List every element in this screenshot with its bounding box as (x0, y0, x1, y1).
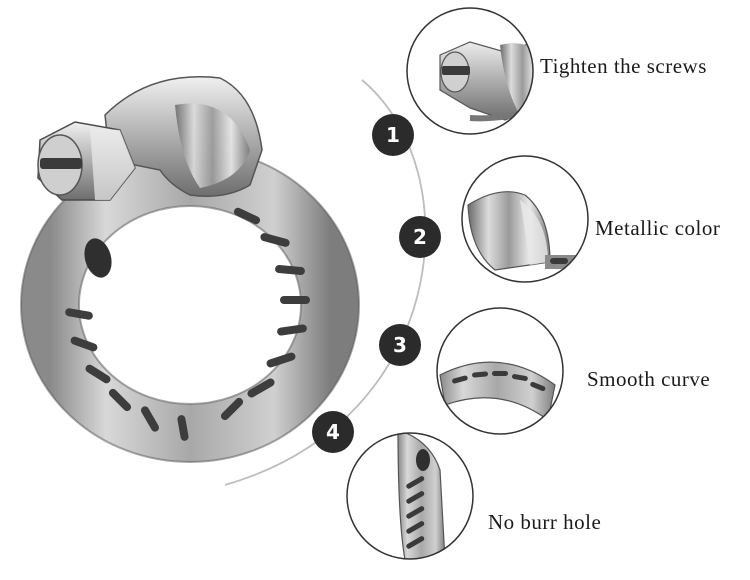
detail-circle-housing (461, 155, 589, 283)
feature-label-1: Tighten the screws (540, 54, 707, 78)
feature-badge-3: 3 (379, 324, 421, 366)
svg-text:4: 4 (326, 420, 340, 444)
feature-label-4: No burr hole (488, 510, 602, 534)
hose-clamp-image (20, 76, 360, 463)
feature-badge-4: 4 (312, 411, 354, 453)
detail-circle-holes (346, 432, 474, 560)
feature-label-2: Metallic color (595, 216, 721, 240)
feature-badge-1: 1 (372, 114, 414, 156)
detail-circle-screw (406, 7, 534, 135)
feature-badge-2: 2 (399, 216, 441, 258)
svg-text:3: 3 (393, 333, 407, 357)
svg-text:1: 1 (386, 123, 400, 147)
svg-text:2: 2 (413, 225, 427, 249)
detail-circle-curve (436, 307, 564, 435)
screw (37, 121, 136, 201)
feature-label-3: Smooth curve (587, 367, 711, 391)
